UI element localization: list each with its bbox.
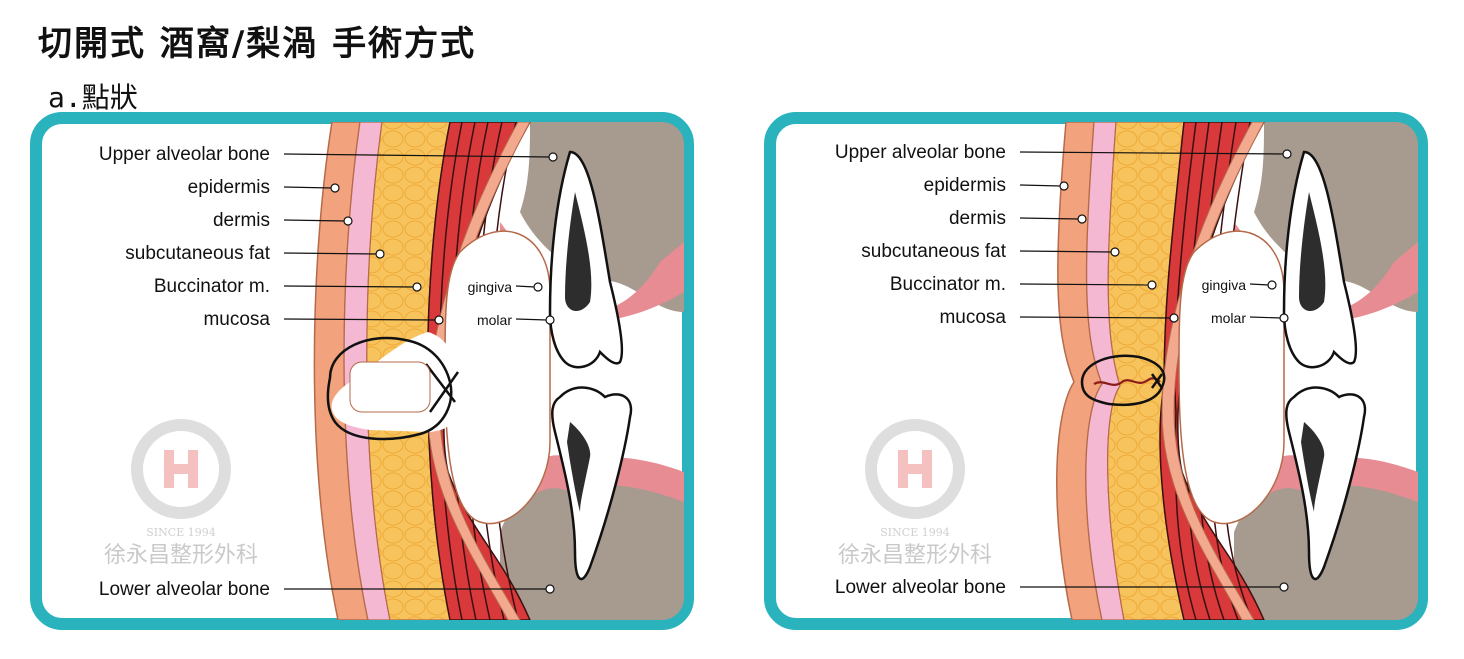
label-buccinator: Buccinator m. xyxy=(154,276,270,297)
oral-cavity xyxy=(1178,230,1285,525)
upper-alveolar-bone-shape xyxy=(520,122,684,312)
leader-lines xyxy=(283,152,558,594)
upper-molar-tooth xyxy=(1282,150,1358,369)
lower-molar-tooth xyxy=(551,386,633,581)
label-gingiva: gingiva xyxy=(1202,277,1247,293)
page-title: 切開式 酒窩/梨渦 手術方式 xyxy=(38,24,477,64)
label-lower-alveolar-bone: Lower alveolar bone xyxy=(99,579,270,600)
page-subtitle: a.點狀 xyxy=(48,81,138,114)
leader-lines xyxy=(1019,149,1292,592)
watermark-since: SINCE 1994 xyxy=(880,526,949,539)
label-subcutaneous-fat: subcutaneous fat xyxy=(861,241,1006,262)
lower-molar-tooth xyxy=(1285,386,1367,581)
clinic-watermark: SINCE 1994 徐永昌整形外科 xyxy=(104,419,258,568)
watermark-since: SINCE 1994 xyxy=(146,526,215,539)
suture-loop xyxy=(1080,354,1166,406)
label-gingiva: gingiva xyxy=(468,279,513,295)
upper-alveolar-bone-shape xyxy=(1254,122,1418,312)
oral-cavity xyxy=(444,230,551,525)
label-molar: molar xyxy=(1211,310,1246,326)
label-dermis: dermis xyxy=(213,210,270,231)
label-dermis: dermis xyxy=(949,208,1006,229)
left-diagram: SINCE 1994 徐永昌整形外科 Upper alveolar bone e… xyxy=(30,112,694,630)
watermark-clinic-name: 徐永昌整形外科 xyxy=(838,543,992,568)
label-subcutaneous-fat: subcutaneous fat xyxy=(125,243,270,264)
clinic-watermark: SINCE 1994 徐永昌整形外科 xyxy=(838,419,992,568)
label-mucosa: mucosa xyxy=(939,307,1006,328)
label-mucosa: mucosa xyxy=(203,309,270,330)
upper-molar-tooth xyxy=(548,150,624,369)
incision-loop xyxy=(326,332,460,441)
watermark-clinic-name: 徐永昌整形外科 xyxy=(104,543,258,568)
label-group: Upper alveolar bone epidermis dermis sub… xyxy=(99,144,271,600)
left-diagram-panel: SINCE 1994 徐永昌整形外科 Upper alveolar bone e… xyxy=(30,112,694,630)
label-upper-alveolar-bone: Upper alveolar bone xyxy=(99,144,270,165)
right-diagram: SINCE 1994 徐永昌整形外科 Upper alveolar bone e… xyxy=(764,112,1428,630)
right-diagram-panel: SINCE 1994 徐永昌整形外科 Upper alveolar bone e… xyxy=(764,112,1428,630)
label-upper-alveolar-bone: Upper alveolar bone xyxy=(835,142,1006,163)
label-molar: molar xyxy=(477,312,512,328)
label-lower-alveolar-bone: Lower alveolar bone xyxy=(835,577,1006,598)
label-epidermis: epidermis xyxy=(188,177,270,198)
clinic-logo-icon xyxy=(898,450,932,488)
label-buccinator: Buccinator m. xyxy=(890,274,1006,295)
label-epidermis: epidermis xyxy=(924,175,1006,196)
clinic-logo-icon xyxy=(164,450,198,488)
